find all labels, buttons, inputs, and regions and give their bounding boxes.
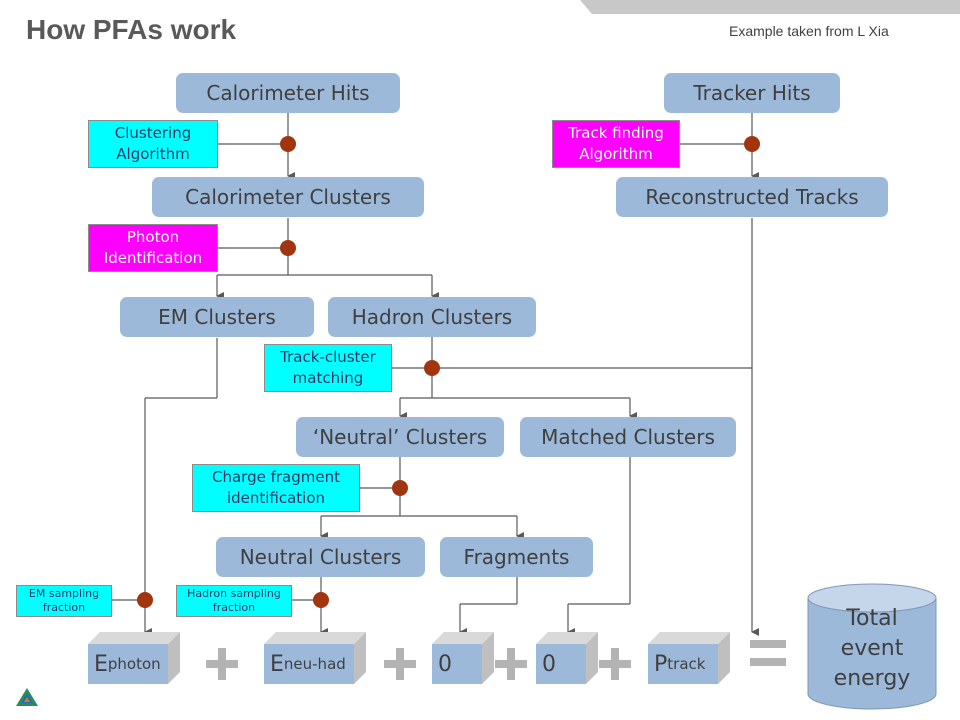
label-line: Track-cluster [280, 348, 376, 366]
node-hadron-sampling [313, 592, 329, 608]
page-title: How PFAs work [26, 14, 237, 45]
neutral-clusters-box: Neutral Clusters [216, 537, 425, 577]
term-sub: neu-had [283, 655, 346, 673]
plus-icon [495, 648, 527, 680]
total-line: event [840, 636, 904, 661]
reconstructed-tracks-box: Reconstructed Tracks [616, 177, 888, 217]
label-line: fraction [212, 601, 256, 614]
label-line: Photon [126, 228, 180, 246]
label-line: Hadron sampling [187, 587, 281, 600]
total-line: energy [833, 666, 911, 691]
em-clusters-box: EM Clusters [120, 297, 314, 337]
term-main: 0 [542, 651, 556, 677]
term-main: 0 [438, 651, 452, 677]
label-line: Identification [103, 249, 203, 267]
term-sub: track [667, 655, 706, 673]
term-main: E [270, 651, 284, 677]
fragments-box: Fragments [440, 537, 593, 577]
credit-text: Example taken from L Xia [729, 23, 889, 39]
zero-matched-term: 0 [536, 632, 598, 684]
hadron-clusters-box: Hadron Clusters [328, 297, 536, 337]
node-charge-fragment [392, 480, 408, 496]
plus-icon [599, 648, 631, 680]
label-line: Algorithm [116, 145, 190, 163]
plus-icon [384, 648, 416, 680]
charge-fragment-identification-label: Charge fragment identification [192, 464, 360, 512]
term-main: E [94, 651, 108, 677]
plus-icon [206, 648, 238, 680]
node-clustering [280, 136, 296, 152]
equals-icon [750, 640, 786, 666]
tracker-hits-box: Tracker Hits [664, 73, 840, 113]
total-energy-cylinder [807, 583, 937, 710]
node-track-finding [744, 136, 760, 152]
node-em-sampling [137, 592, 153, 608]
label-line: matching [292, 369, 364, 387]
total-line: Total [846, 606, 898, 631]
label-line: fraction [42, 601, 86, 614]
track-cluster-matching-label: Track-cluster matching [264, 344, 392, 392]
term-sub: photon [107, 655, 161, 673]
matched-clusters-box: Matched Clusters [520, 417, 736, 457]
neutral-quoted-clusters-box: ‘Neutral’ Clusters [296, 417, 504, 457]
label-line: Clustering [114, 124, 192, 142]
node-photon-id [280, 240, 296, 256]
total-energy-label: Total event energy [808, 604, 936, 694]
node-track-cluster [424, 360, 440, 376]
header-decoration [580, 0, 960, 14]
label-line: Charge fragment [212, 468, 340, 486]
zero-fragments-term: 0 [432, 632, 494, 684]
label-line: identification [226, 489, 326, 507]
calorimeter-clusters-box: Calorimeter Clusters [152, 177, 424, 217]
label-line: Algorithm [579, 145, 653, 163]
calorimeter-hits-box: Calorimeter Hits [176, 73, 400, 113]
logo-icon [16, 688, 38, 706]
label-line: Track finding [568, 124, 664, 142]
label-line: EM sampling [28, 587, 100, 600]
term-main: P [654, 651, 668, 677]
